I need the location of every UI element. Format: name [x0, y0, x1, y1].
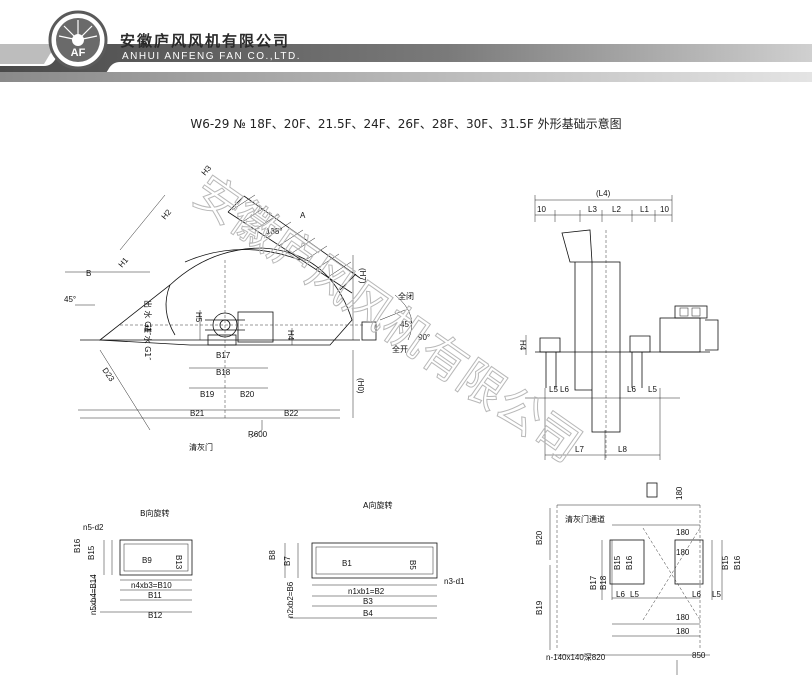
label-h5: H5 [194, 312, 203, 323]
label-n2b2: n2xb2=B6 [286, 581, 295, 618]
label-full-open: 全闭 [398, 291, 414, 301]
label-l6-right: L6 [627, 385, 636, 394]
label-l6-left: L6 [560, 385, 569, 394]
label-h2: H2 [160, 207, 174, 221]
label-n4b3: n4xb3=B10 [131, 581, 172, 590]
label-b19: B19 [200, 390, 215, 399]
label-angle135: 135° [266, 227, 283, 236]
label-h0: (H0) [356, 378, 365, 394]
label-plan-b18: B18 [599, 575, 608, 590]
label-l8: L8 [618, 445, 627, 454]
label-n5d2: n5-d2 [83, 523, 104, 532]
label-b17: B17 [216, 351, 231, 360]
label-h7: (H7) [358, 268, 367, 284]
company-name-cn: 安徽庐风风机有限公司 [120, 32, 291, 50]
label-b16: B16 [73, 538, 82, 553]
label-r600: R600 [248, 430, 268, 439]
label-pit-spec: n-140x140深820 [546, 653, 606, 662]
label-b5: B5 [408, 560, 417, 570]
label-a: A [300, 211, 306, 220]
label-l5-right: L5 [648, 385, 657, 394]
label-plan-l5-right: L5 [712, 590, 721, 599]
label-angle90: 90° [418, 333, 430, 342]
company-header: AF 安徽庐风风机有限公司 ANHUI ANFENG FAN CO.,LTD. [0, 0, 812, 82]
label-angle45b: 45° [400, 320, 412, 329]
label-b12: B12 [148, 611, 163, 620]
label-l5-left: L5 [549, 385, 558, 394]
label-l7: L7 [575, 445, 584, 454]
label-plan-l6-right: L6 [692, 590, 701, 599]
label-b8: B8 [268, 550, 277, 560]
base-b-view: B向旋转 n5-d2 B16 B15 B9 B13 n4xb3=B10 B11 … [73, 508, 193, 620]
label-plan-b16-left: B16 [625, 555, 634, 570]
label-b15: B15 [87, 545, 96, 560]
base-a-view: A向旋转 B8 B7 B1 B5 n3-d1 n1xb1=B2 B3 B4 n2… [268, 500, 465, 619]
label-outlet-water: 出 水 G1″ [143, 300, 153, 335]
label-d23: D23 [100, 366, 116, 384]
label-b20: B20 [240, 390, 255, 399]
label-10-left: 10 [537, 205, 546, 214]
label-180-top: 180 [675, 486, 684, 500]
label-l1: L1 [640, 205, 649, 214]
label-180-mid: 180 [676, 548, 690, 557]
label-180-upper: 180 [676, 528, 690, 537]
label-l4: (L4) [596, 189, 611, 198]
label-l3: L3 [588, 205, 597, 214]
watermark: 安徽庐风风机有限公司 [184, 165, 592, 473]
label-full-close: 全开 [392, 344, 408, 354]
label-10-right: 10 [660, 205, 669, 214]
label-b: B [86, 269, 91, 278]
label-inlet-water: 进 水 G1″ [143, 325, 153, 360]
label-drain-door: 清灰门 [189, 442, 213, 452]
label-b3: B3 [363, 597, 373, 606]
label-h4: H4 [286, 330, 295, 341]
label-h4-front: H4 [518, 340, 527, 351]
label-180-bottom: 180 [676, 627, 690, 636]
label-plan-b19: B19 [535, 600, 544, 615]
label-b11: B11 [148, 591, 162, 600]
label-plan-b15-left: B15 [613, 555, 622, 570]
label-b13: B13 [174, 555, 183, 570]
label-850: 850 [692, 651, 706, 660]
label-plan-l5-left: L5 [630, 590, 639, 599]
header-banner: AF [0, 10, 812, 82]
plan-view: 清灰门通道 B20 B19 180 180 180 180 180 B17 B1… [535, 482, 742, 675]
label-plan-b16-right: B16 [733, 555, 742, 570]
label-plan-b20: B20 [535, 530, 544, 545]
label-b18: B18 [216, 368, 231, 377]
label-h1: H1 [117, 255, 131, 269]
label-n3d1: n3-d1 [444, 577, 465, 586]
label-b21: B21 [190, 409, 205, 418]
label-b9: B9 [142, 556, 152, 565]
label-plan-b17: B17 [589, 575, 598, 590]
label-l2: L2 [612, 205, 621, 214]
label-180-lower: 180 [676, 613, 690, 622]
label-drain-passage: 清灰门通道 [565, 514, 605, 524]
base-a-title: A向旋转 [363, 500, 392, 510]
base-b-title: B向旋转 [140, 508, 170, 518]
document-title: W6-29 № 18F、20F、21.5F、24F、26F、28F、30F、31… [190, 117, 622, 131]
label-b7: B7 [283, 556, 292, 566]
front-view: (L4) 10 L3 L2 L1 10 H4 L5 L6 L6 L5 L7 L8 [518, 189, 719, 460]
label-b4: B4 [363, 609, 373, 618]
label-plan-b15-right: B15 [721, 555, 730, 570]
label-n5b4: n5xb4=B14 [89, 574, 98, 615]
label-b1: B1 [342, 559, 352, 568]
company-name-en: ANHUI ANFENG FAN CO.,LTD. [122, 51, 301, 62]
label-angle45: 45° [64, 295, 76, 304]
svg-text:AF: AF [71, 47, 86, 59]
side-view: H3 H2 H1 B 45° 135° A (H7) H5 H4 B17 B18… [64, 163, 430, 452]
label-b22: B22 [284, 409, 299, 418]
label-plan-l6-left: L6 [616, 590, 625, 599]
label-n1b1: n1xb1=B2 [348, 587, 385, 596]
